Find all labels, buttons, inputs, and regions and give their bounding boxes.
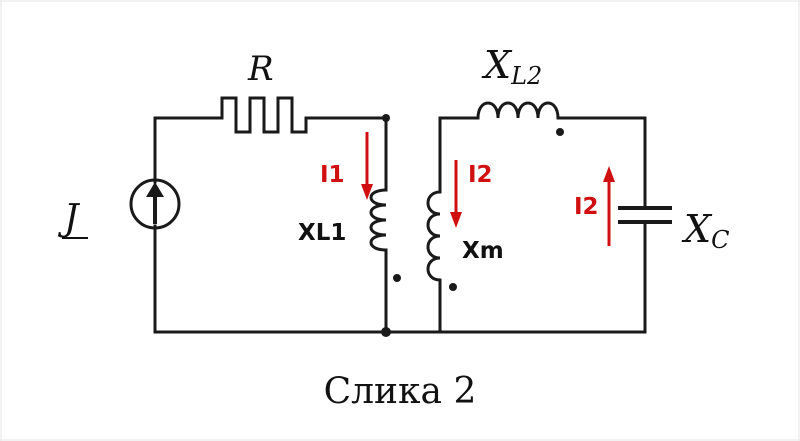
mutual-polarity-dot [449,283,457,291]
current-arrow-i2-down [450,160,462,228]
wires [153,96,647,334]
current-source-symbol [129,178,181,230]
resistor-label: R [247,49,274,89]
capacitor-symbol [618,206,672,224]
inductor-l1-label: XL1 [298,220,346,246]
resistor-symbol [220,96,308,134]
figure-caption: Слика 2 [324,371,477,412]
junction-dot-bottom [381,327,391,337]
current-arrow-i1 [361,132,373,200]
source-label: J [57,198,81,239]
inductor-l2-label: XL2 [481,43,542,90]
capacitor-label: XC [681,207,729,254]
current-label-i2-up: I2 [574,194,599,220]
inductor-l2-symbol [476,101,560,119]
mutual-inductor-symbol [426,190,441,282]
l2-polarity-dot [556,128,564,136]
junction-dot-top [382,114,390,122]
inductor-l2-subscript: L2 [510,62,542,90]
current-label-i1: I1 [320,162,345,188]
mutual-inductance-label: Xm [462,238,504,264]
inductor-l1-symbol [369,188,387,252]
current-arrow-i2-up [603,166,615,246]
capacitor-subscript: C [711,226,729,254]
l1-polarity-dot [393,274,401,282]
current-label-i2-down: I2 [468,162,493,188]
